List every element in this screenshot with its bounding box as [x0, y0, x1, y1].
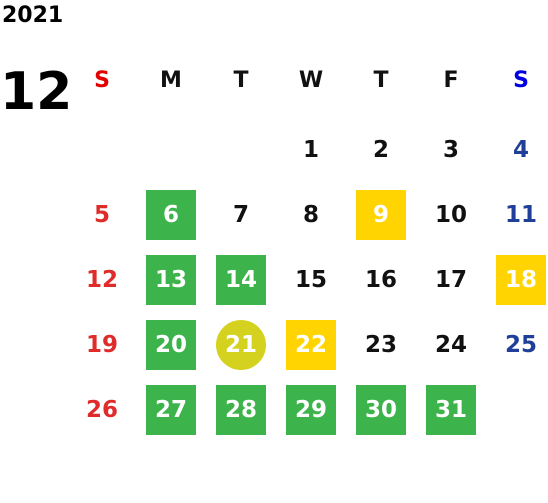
calendar-day[interactable]: 28 — [216, 385, 266, 435]
month-number: 12 — [0, 62, 73, 122]
year-label: 2021 — [2, 3, 64, 28]
calendar-day[interactable]: 18 — [496, 255, 546, 305]
calendar-day[interactable]: 17 — [434, 267, 467, 293]
weekday-header-saturday: S — [513, 67, 529, 93]
calendar-day[interactable]: 10 — [434, 202, 467, 228]
calendar-day[interactable]: 13 — [146, 255, 196, 305]
calendar-day[interactable]: 31 — [426, 385, 476, 435]
calendar-day[interactable]: 23 — [364, 332, 397, 358]
calendar-day[interactable]: 3 — [442, 137, 459, 163]
calendar-day[interactable]: 24 — [434, 332, 467, 358]
weekday-header-thursday: T — [373, 67, 389, 93]
weekday-header-wednesday: W — [298, 67, 324, 93]
calendar-day[interactable]: 11 — [504, 202, 537, 228]
calendar-day[interactable]: 20 — [146, 320, 196, 370]
calendar-day[interactable]: 14 — [216, 255, 266, 305]
calendar-day[interactable]: 7 — [232, 202, 249, 228]
calendar-day[interactable]: 29 — [286, 385, 336, 435]
weekday-header-friday: F — [443, 67, 459, 93]
calendar-day[interactable]: 4 — [512, 137, 529, 163]
calendar-day[interactable]: 22 — [286, 320, 336, 370]
calendar-day[interactable]: 27 — [146, 385, 196, 435]
calendar-day[interactable]: 5 — [93, 202, 110, 228]
calendar-day[interactable]: 6 — [146, 190, 196, 240]
calendar-day[interactable]: 15 — [294, 267, 327, 293]
calendar-day[interactable]: 2 — [372, 137, 389, 163]
calendar-day[interactable]: 8 — [302, 202, 319, 228]
calendar-day[interactable]: 12 — [85, 267, 118, 293]
calendar-day[interactable]: 9 — [356, 190, 406, 240]
weekday-header-monday: M — [160, 67, 182, 93]
weekday-header-sunday: S — [94, 67, 110, 93]
calendar-day[interactable]: 26 — [85, 397, 118, 423]
calendar-day-today[interactable]: 21 — [216, 320, 266, 370]
calendar-day[interactable]: 1 — [302, 137, 319, 163]
calendar-day[interactable]: 19 — [85, 332, 118, 358]
calendar-day[interactable]: 30 — [356, 385, 406, 435]
calendar-day[interactable]: 16 — [364, 267, 397, 293]
calendar-day[interactable]: 25 — [504, 332, 537, 358]
weekday-header-tuesday: T — [233, 67, 249, 93]
